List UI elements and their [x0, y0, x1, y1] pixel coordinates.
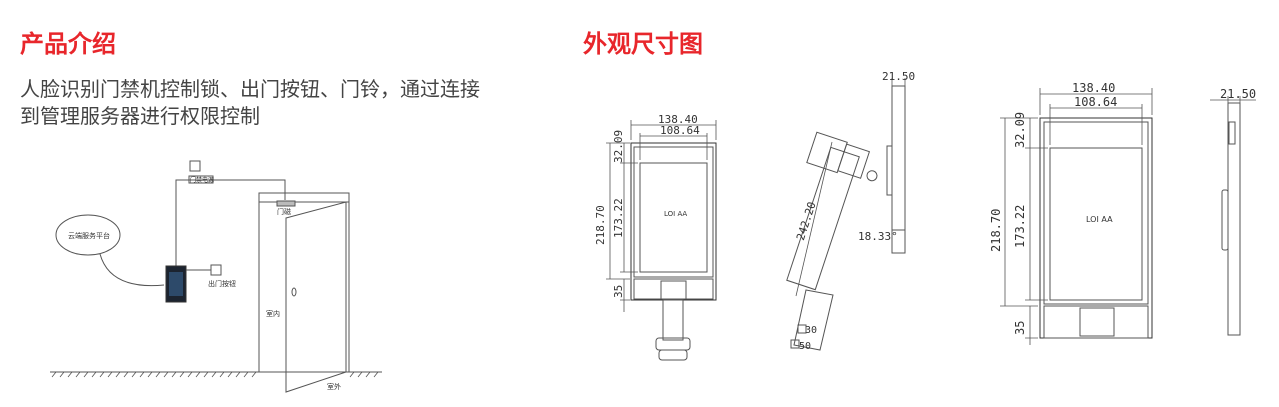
power-cable	[175, 179, 286, 266]
product-description: 人脸识别门禁机控制锁、出门按钮、门铃，通过连接 到管理服务器进行权限控制	[20, 76, 560, 130]
dim-height-screen: 173.22	[1013, 204, 1027, 248]
device-logo: LOI AA	[664, 210, 688, 218]
dim-height-bottom: 35	[612, 284, 625, 298]
dim-width-screen: 108.64	[1074, 95, 1118, 109]
door-frame	[258, 192, 350, 373]
power-supply-label: 门禁电源	[190, 177, 215, 184]
dim-depth: 21.50	[882, 70, 916, 83]
indoor-label: 室内	[266, 310, 280, 318]
network-cable	[99, 253, 165, 287]
dim-height-total: 218.70	[594, 205, 607, 245]
cloud-platform-label: 云端服务平台	[68, 232, 110, 240]
dim-width-outer: 138.40	[1072, 81, 1116, 95]
dim-height-top: 32.09	[1013, 111, 1027, 148]
dim-pole-inner: 30	[805, 325, 818, 336]
dim-depth: 21.50	[1220, 87, 1257, 101]
description-line: 人脸识别门禁机控制锁、出门按钮、门铃，通过连接	[20, 77, 480, 101]
dimensions-title: 外观尺寸图	[583, 30, 703, 58]
dim-height-total: 218.70	[989, 208, 1003, 252]
exit-button-label: 出门按钮	[208, 280, 236, 288]
dim-height-top: 32.09	[612, 129, 625, 163]
wiring-diagram	[50, 160, 382, 393]
product-intro-title: 产品介绍	[20, 30, 116, 58]
door-magnet-label: 门磁	[277, 208, 291, 216]
open-door	[285, 201, 347, 393]
front-view-small	[606, 120, 717, 361]
outdoor-label: 室外	[327, 383, 341, 391]
description-line: 到管理服务器进行权限控制	[20, 104, 260, 128]
dim-width-screen: 108.64	[660, 124, 700, 137]
dim-pole-outer: 50	[799, 341, 812, 352]
device-logo: LOI AA	[1086, 215, 1113, 224]
dim-height-screen: 173.22	[612, 198, 625, 238]
power-box	[189, 160, 201, 172]
cloud-platform-ellipse	[55, 214, 121, 256]
dim-angle: 18.33°	[858, 230, 898, 243]
side-view-mount	[786, 78, 906, 351]
door-handle	[291, 287, 297, 297]
dim-width-outer: 138.40	[658, 113, 698, 126]
exit-button-box	[210, 264, 222, 276]
door-magnet	[276, 200, 296, 207]
front-view-large	[1000, 88, 1153, 345]
side-view-large	[1210, 96, 1256, 336]
dim-height-bottom: 35	[1013, 320, 1027, 335]
